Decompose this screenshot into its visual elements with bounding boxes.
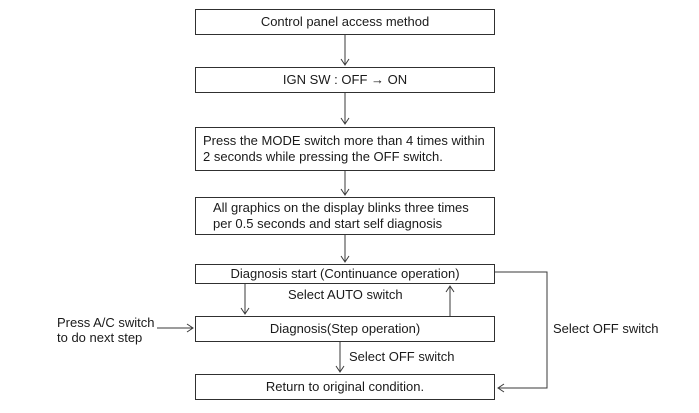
flow-box-label: Return to original condition. (265, 379, 425, 394)
flow-box-ign-sw-off-on: IGN SW : OFF → ON (195, 67, 495, 93)
flow-box-label: Diagnosis start (Continuance operation) (230, 266, 460, 281)
flow-box-label-line1: Press the MODE switch more than 4 times … (203, 133, 485, 148)
label-press-ac-line2: to do next step (57, 330, 143, 345)
label-select-auto-switch: Select AUTO switch (288, 287, 403, 302)
flow-box-label-line2: per 0.5 seconds and start self diagnosis (213, 216, 443, 231)
label-select-off-switch-return: Select OFF switch (553, 321, 659, 336)
flow-box-label: Diagnosis(Step operation) (269, 321, 421, 336)
label-press-ac-switch: Press A/C switch to do next step (57, 315, 155, 345)
flow-box-text: Press the MODE switch more than 4 times … (203, 133, 485, 165)
flow-box-label: Control panel access method (260, 14, 430, 29)
flow-box-return-original: Return to original condition. (195, 374, 495, 400)
flow-box-label: IGN SW : OFF → ON (282, 72, 408, 87)
flow-box-graphics-blink: All graphics on the display blinks three… (195, 197, 495, 235)
label-press-ac-line1: Press A/C switch (57, 315, 155, 330)
flow-box-diagnosis-step: Diagnosis(Step operation) (195, 316, 495, 342)
flow-box-control-panel-access-method: Control panel access method (195, 9, 495, 35)
flow-box-text: All graphics on the display blinks three… (213, 200, 469, 232)
flow-box-press-mode-switch: Press the MODE switch more than 4 times … (195, 127, 495, 171)
flow-box-diagnosis-start: Diagnosis start (Continuance operation) (195, 264, 495, 284)
label-select-off-switch-step: Select OFF switch (349, 349, 455, 364)
flow-box-label-line1: All graphics on the display blinks three… (213, 200, 469, 215)
arrow-diagstart-to-return-feedback (495, 271, 548, 393)
flow-box-label-line2: 2 seconds while pressing the OFF switch. (203, 149, 443, 164)
